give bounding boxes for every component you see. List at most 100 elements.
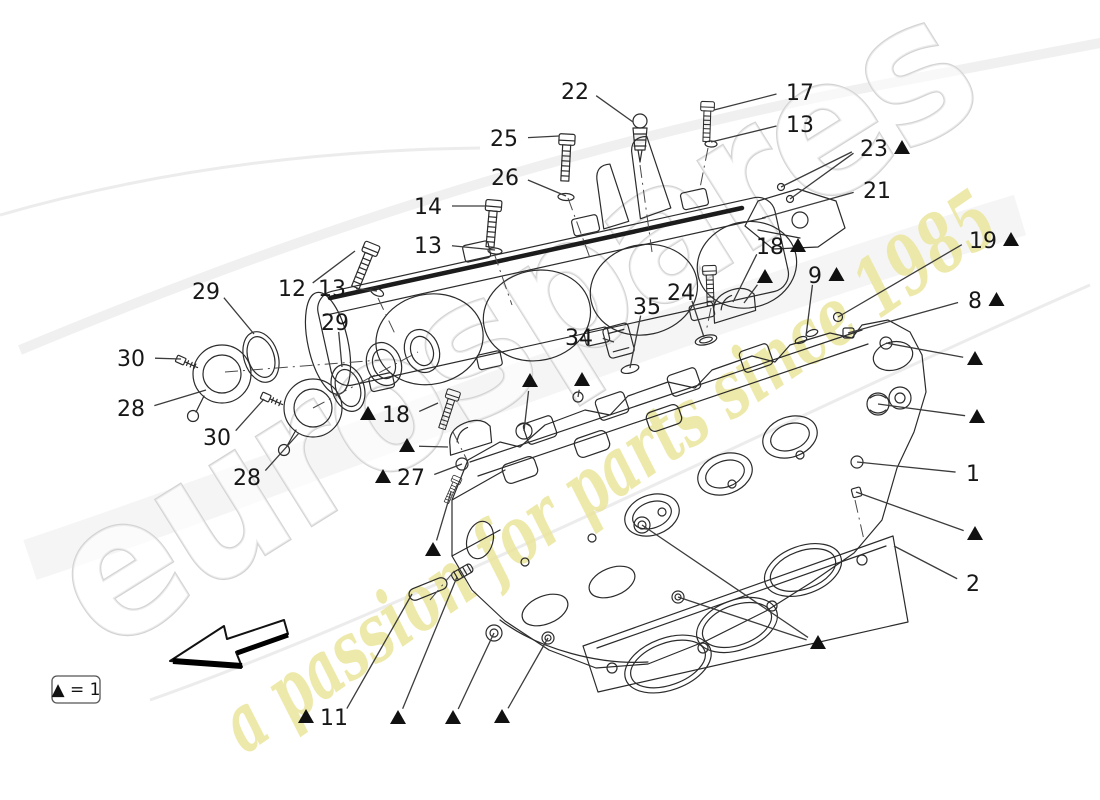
callout-19[interactable]: 19 [837,229,1019,318]
callout-label: 18 [382,403,410,428]
leader-line [595,95,634,123]
qty-triangle [522,373,538,432]
callout-13[interactable]: 13 [318,277,378,302]
throttle-caps [174,331,366,457]
qty-triangle [743,269,773,304]
triangle-marker [445,710,461,724]
callout-label: 26 [491,166,519,191]
leader-line [847,301,959,334]
leader-line [691,300,705,338]
triangle-marker [810,635,826,649]
callout-label: 21 [863,179,891,204]
callout-28[interactable]: 28 [233,432,300,491]
callout-29[interactable]: 29 [192,280,255,335]
triangle-marker [522,373,538,387]
callout-18[interactable]: 18 [732,235,806,303]
callout-30[interactable]: 30 [203,398,265,451]
callout-28[interactable]: 28 [117,389,207,422]
leader-line [761,191,854,219]
callout-17[interactable]: 17 [713,81,814,111]
callout-23[interactable]: 23 [780,137,910,200]
triangle-marker [360,406,376,420]
leader-line [418,445,449,448]
leader-line [434,463,463,476]
leader-line [677,596,807,641]
callout-21[interactable]: 21 [761,179,891,219]
callout-2[interactable]: 2 [893,545,980,597]
callout-label: 1 [966,462,980,487]
leader-line [223,297,255,335]
callout-label: 27 [397,466,425,491]
triangle-marker [969,409,985,423]
callout-label: 18 [756,235,784,260]
callout-22[interactable]: 22 [561,80,634,123]
callout-label: 13 [318,277,346,302]
callout-9[interactable]: 9 [805,264,845,337]
callout-label: 29 [321,311,349,336]
legend-label: ▲ = 1 [52,680,101,700]
triangle-marker [574,372,590,386]
callout-label: 29 [192,280,220,305]
callout-24[interactable]: 24 [667,281,705,338]
callout-29[interactable]: 29 [321,311,349,368]
callout-12[interactable]: 12 [278,250,356,302]
triangle-marker [425,542,441,556]
leader-line [312,250,356,284]
leader-line [435,491,452,541]
triangle-marker [298,709,314,723]
cover-bracket [744,188,846,250]
qty-triangle [885,342,983,365]
callout-13[interactable]: 13 [414,234,496,259]
callout-11[interactable]: 11 [298,593,413,731]
qty-triangle [399,438,449,452]
qty-triangle [574,372,590,398]
callout-26[interactable]: 26 [491,166,567,197]
callout-label: 28 [117,397,145,422]
leader-line [577,389,580,398]
triangle-marker [1003,232,1019,246]
leader-line [402,576,458,710]
leader-line [355,288,378,292]
callout-label: 13 [786,113,814,138]
leader-line [855,491,964,532]
leader-line [732,254,758,303]
cylinder-head [408,283,927,669]
callout-label: 23 [860,137,888,162]
qty-triangle [855,491,983,540]
callout-1[interactable]: 1 [856,461,980,487]
leader-line [780,151,853,188]
callout-27[interactable]: 27 [375,463,463,491]
callout-label: 19 [969,229,997,254]
alignment-axes [224,147,865,601]
callout-label: 2 [966,572,980,597]
fuel-rail [327,205,745,301]
callout-34[interactable]: 34 [565,326,615,351]
leader-line [507,637,549,709]
leader-line [629,315,642,369]
callout-18[interactable]: 18 [360,402,439,428]
qty-triangle [390,576,458,724]
callout-label: 12 [278,277,306,302]
callout-label: 35 [633,295,661,320]
callout-35[interactable]: 35 [629,295,661,369]
callout-30[interactable]: 30 [117,347,182,372]
callout-8[interactable]: 8 [847,289,1005,334]
leader-line [527,179,567,197]
callout-25[interactable]: 25 [490,127,560,152]
leader-line [877,403,966,417]
leader-line [856,461,956,473]
callout-label: 24 [667,281,695,306]
head-gasket [582,535,909,694]
triangle-marker [390,710,406,724]
triangle-marker [988,292,1005,306]
callout-14[interactable]: 14 [414,195,487,220]
cap-34 [602,322,635,359]
leader-line [789,152,854,200]
callout-13[interactable]: 13 [710,113,814,143]
triangle-marker [828,267,845,281]
leader-line [154,357,182,360]
triangle-marker [967,526,983,540]
leader-line [837,244,963,318]
triangle-marker [790,238,806,252]
